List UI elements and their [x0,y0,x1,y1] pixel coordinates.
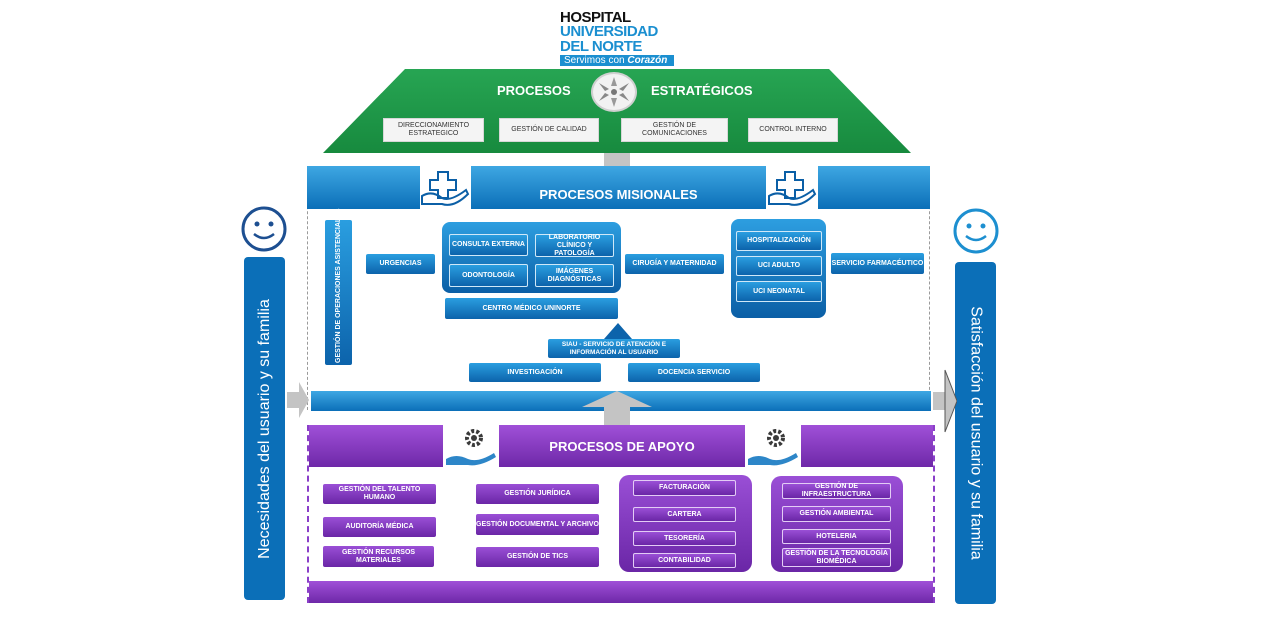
helping-hand-cross-icon [421,171,470,206]
gestion-tics-button[interactable]: GESTIÓN DE TICS [476,547,599,567]
hospitalizacion-button[interactable]: HOSPITALIZACIÓN [736,231,822,251]
laboratorio-button[interactable]: LABORATORIO CLÍNICO Y PATOLOGÍA [535,234,614,257]
strategic-item-direccionamiento[interactable]: DIRECCIONAMIENTO ESTRATEGICO [383,118,484,142]
strategic-item-calidad[interactable]: GESTIÓN DE CALIDAD [499,118,599,142]
arrow-right-right [933,369,957,433]
tesoreria-button[interactable]: TESORERÍA [633,531,736,546]
misionales-bar-left [307,166,420,209]
odontologia-button[interactable]: ODONTOLOGÍA [449,264,528,287]
satisfaction-pillar: Satisfacción del usuario y su familia [955,262,996,604]
cartera-button[interactable]: CARTERA [633,507,736,522]
convergence-icon [591,72,637,112]
strategic-item-control-interno[interactable]: CONTROL INTERNO [748,118,838,142]
tecnologia-biomedica-button[interactable]: GESTIÓN DE LA TECNOLOGÍA BIOMÉDICA [782,548,891,567]
uci-neonatal-button[interactable]: UCI NEONATAL [736,281,822,302]
logo-line-universidad: UNIVERSIDAD [560,23,658,40]
infraestructura-button[interactable]: GESTIÓN DE INFRAESTRUCTURA [782,483,891,499]
siau-button[interactable]: SIAU - SERVICIO DE ATENCIÓN E INFORMACIÓ… [548,339,680,358]
imagenes-button[interactable]: IMÁGENES DIAGNÓSTICAS [535,264,614,287]
apoyo-bottom-bar [309,581,933,603]
gear-hand-icon [446,429,496,466]
uci-adulto-button[interactable]: UCI ADULTO [736,256,822,276]
talento-humano-button[interactable]: GESTIÓN DEL TALENTO HUMANO [323,484,436,504]
cirugia-maternidad-button[interactable]: CIRUGÍA Y MATERNIDAD [625,254,724,274]
gestion-juridica-button[interactable]: GESTIÓN JURÍDICA [476,484,599,504]
logo-line-del-norte: DEL NORTE [560,38,642,55]
needs-label: Necesidades del usuario y su familia [255,298,273,559]
smiley-face-icon [241,206,287,252]
arrow-right-left [287,382,309,418]
gestion-operaciones-label: GESTIÓN DE OPERACIONES ASISTENCIALES [334,207,342,363]
helping-hand-cross-icon [768,171,817,206]
apoyo-bar-right [801,425,933,467]
logo-line-hospital: HOSPITAL [560,9,631,26]
arrow-up-apoyo [582,391,652,427]
strategic-item-comunicaciones[interactable]: GESTIÓN DE COMUNICACIONES [621,118,728,142]
logo-tagline: Servimos con Corazón [560,55,674,66]
hoteleria-button[interactable]: HOTELERIA [782,529,891,544]
apoyo-frame [307,425,935,603]
recursos-materiales-button[interactable]: GESTIÓN RECURSOS MATERIALES [323,546,434,567]
satisfaction-label: Satisfacción del usuario y su familia [967,306,985,560]
auditoria-medica-button[interactable]: AUDITORÍA MÉDICA [323,517,436,537]
apoyo-title: PROCESOS DE APOYO [499,425,745,467]
gestion-operaciones-asistenciales[interactable]: GESTIÓN DE OPERACIONES ASISTENCIALES [325,207,352,365]
servicio-farmaceutico-button[interactable]: SERVICIO FARMACÉUTICO [831,253,924,274]
strategic-title-right: ESTRATÉGICOS [651,83,753,98]
apoyo-bar-left [309,425,443,467]
misionales-title: PROCESOS MISIONALES [471,166,766,209]
gestion-ambiental-button[interactable]: GESTIÓN AMBIENTAL [782,506,891,522]
smiley-face-icon [953,208,999,254]
misionales-bar-right [818,166,930,209]
gestion-documental-button[interactable]: GESTIÓN DOCUMENTAL Y ARCHIVO [476,514,599,535]
investigacion-button[interactable]: INVESTIGACIÓN [469,363,601,382]
centro-medico-button[interactable]: CENTRO MÉDICO UNINORTE [445,298,618,319]
strategic-title-left: PROCESOS [497,83,571,98]
needs-pillar: Necesidades del usuario y su familia [244,257,285,600]
contabilidad-button[interactable]: CONTABILIDAD [633,553,736,568]
urgencias-button[interactable]: URGENCIAS [366,254,435,274]
misionales-frame [307,166,930,410]
gear-hand-icon [748,429,798,466]
docencia-servicio-button[interactable]: DOCENCIA SERVICIO [628,363,760,382]
facturacion-button[interactable]: FACTURACIÓN [633,480,736,496]
consulta-externa-button[interactable]: CONSULTA EXTERNA [449,234,528,256]
siau-up-triangle [604,323,632,339]
